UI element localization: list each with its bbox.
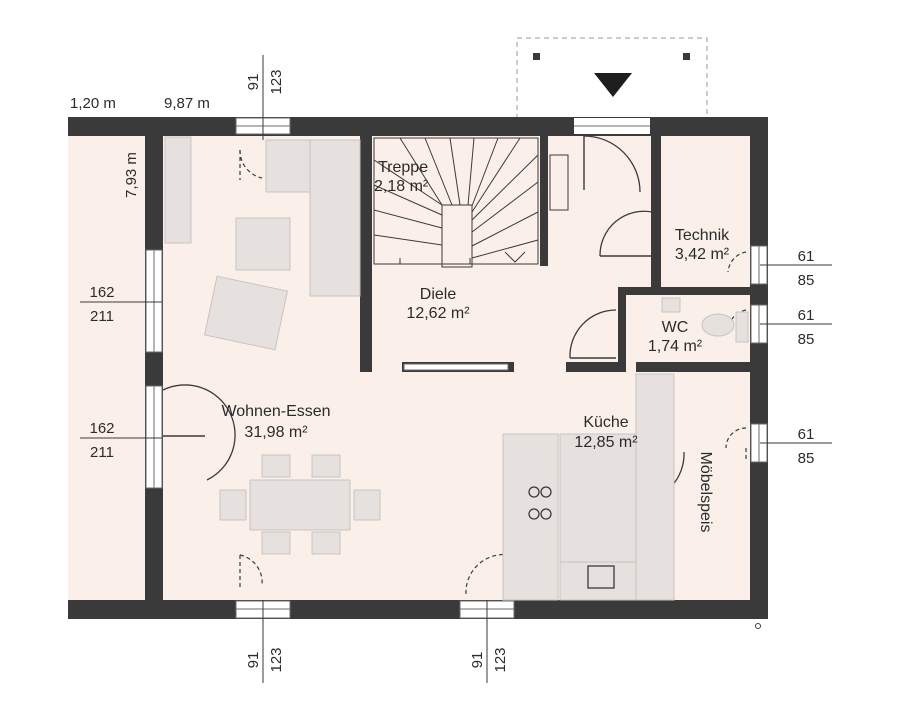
room-area-kueche: 12,85 m² <box>574 434 638 451</box>
room-name-diele: Diele <box>420 286 457 303</box>
dim-top-left-width: 1,20 m <box>70 95 116 112</box>
staircase <box>373 137 569 268</box>
room-area-wohnen: 31,98 m² <box>244 424 308 441</box>
dimension-lines <box>80 55 832 683</box>
dim-right-window-3-b: 85 <box>798 450 815 467</box>
dim-bottom-window-1-a: 91 <box>245 652 262 669</box>
room-name-treppe: Treppe <box>378 159 428 176</box>
furniture <box>164 136 749 601</box>
entrance-arrow-icon <box>594 73 632 97</box>
room-area-wc: 1,74 m² <box>648 338 703 355</box>
dining-table <box>249 479 351 531</box>
dim-right-window-1-a: 61 <box>798 248 815 265</box>
pantry-cabinet <box>635 373 675 601</box>
dim-left-window-1-b: 211 <box>90 308 114 325</box>
room-name-wohnen: Wohnen-Essen <box>221 403 330 420</box>
room-area-technik: 3,42 m² <box>675 246 730 263</box>
dim-right-window-1-b: 85 <box>798 272 815 289</box>
dim-bottom-window-2-b: 123 <box>492 647 509 672</box>
sideboard <box>164 136 192 244</box>
entrance-canopy <box>516 37 708 119</box>
dim-left-window-1-a: 162 <box>89 284 114 301</box>
room-name-moebelspeis: Möbelspeis <box>697 452 714 533</box>
dim-top-window-a: 91 <box>245 74 262 91</box>
room-area-treppe: 2,18 m² <box>374 178 429 195</box>
dim-side-depth: 7,93 m <box>123 152 140 198</box>
dim-right-window-2-b: 85 <box>798 331 815 348</box>
room-name-technik: Technik <box>675 227 730 244</box>
dim-top-window-b: 123 <box>268 69 285 94</box>
room-name-kueche: Küche <box>583 414 628 431</box>
dimension-labels: 1,20 m 9,87 m 7,93 m 91 123 162 211 162 … <box>70 69 814 672</box>
room-name-wc: WC <box>662 319 689 336</box>
dim-right-window-2-a: 61 <box>798 307 815 324</box>
dim-left-window-2-b: 211 <box>90 444 114 461</box>
dim-right-window-3-a: 61 <box>798 426 815 443</box>
dim-bottom-window-1-b: 123 <box>268 647 285 672</box>
coffee-table <box>235 217 291 271</box>
dim-left-window-2-a: 162 <box>89 420 114 437</box>
room-area-diele: 12,62 m² <box>406 305 470 322</box>
kitchen-sink-counter <box>559 561 637 601</box>
dim-bottom-window-2-a: 91 <box>469 652 486 669</box>
room-labels: Treppe 2,18 m² Diele 12,62 m² Technik 3,… <box>221 159 730 532</box>
armchair <box>203 275 289 351</box>
kitchen-island <box>559 433 641 563</box>
sofa-chaise <box>309 139 361 297</box>
dim-top-total-width: 9,87 m <box>164 95 210 112</box>
